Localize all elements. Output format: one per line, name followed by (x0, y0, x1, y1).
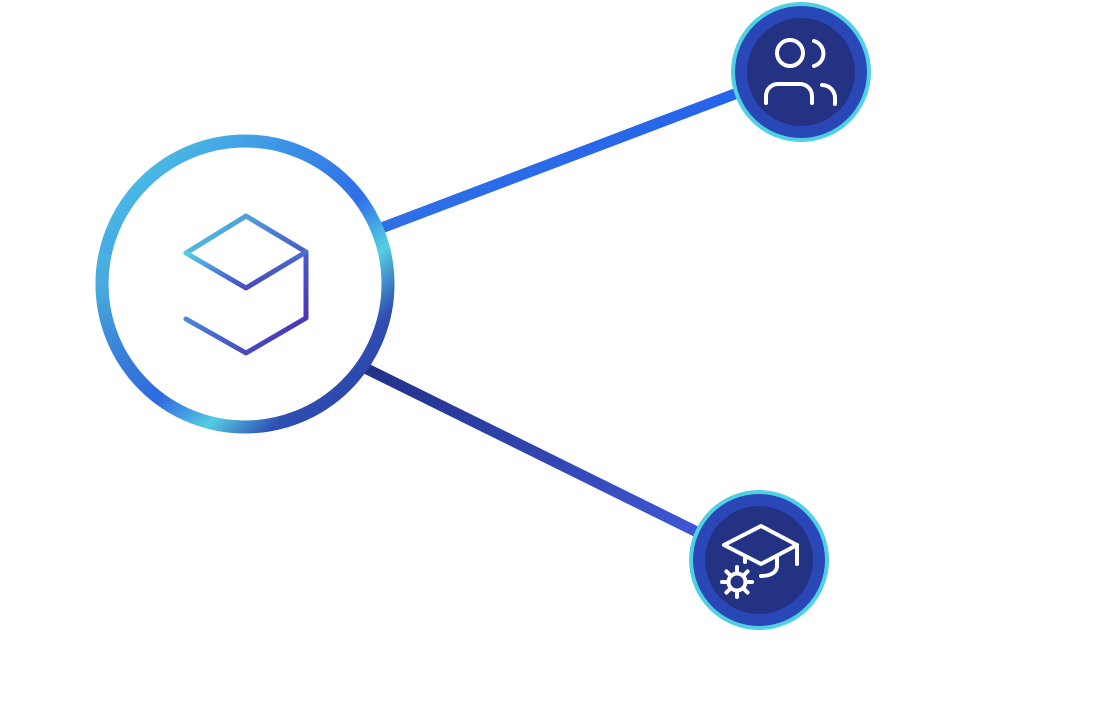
users-badge-inner (747, 18, 855, 126)
connector-hub-to-training (361, 363, 703, 538)
graduation-cap-icon (722, 524, 799, 578)
hub-background (102, 141, 388, 427)
users-icon (764, 38, 837, 106)
hub-node (95, 134, 395, 434)
users-node[interactable] (731, 2, 871, 142)
gear-icon (720, 565, 754, 599)
hub-ring-highlight (95, 134, 395, 434)
training-node[interactable] (689, 490, 829, 630)
box-icon (183, 213, 309, 356)
connector-hub-to-users (378, 86, 746, 233)
